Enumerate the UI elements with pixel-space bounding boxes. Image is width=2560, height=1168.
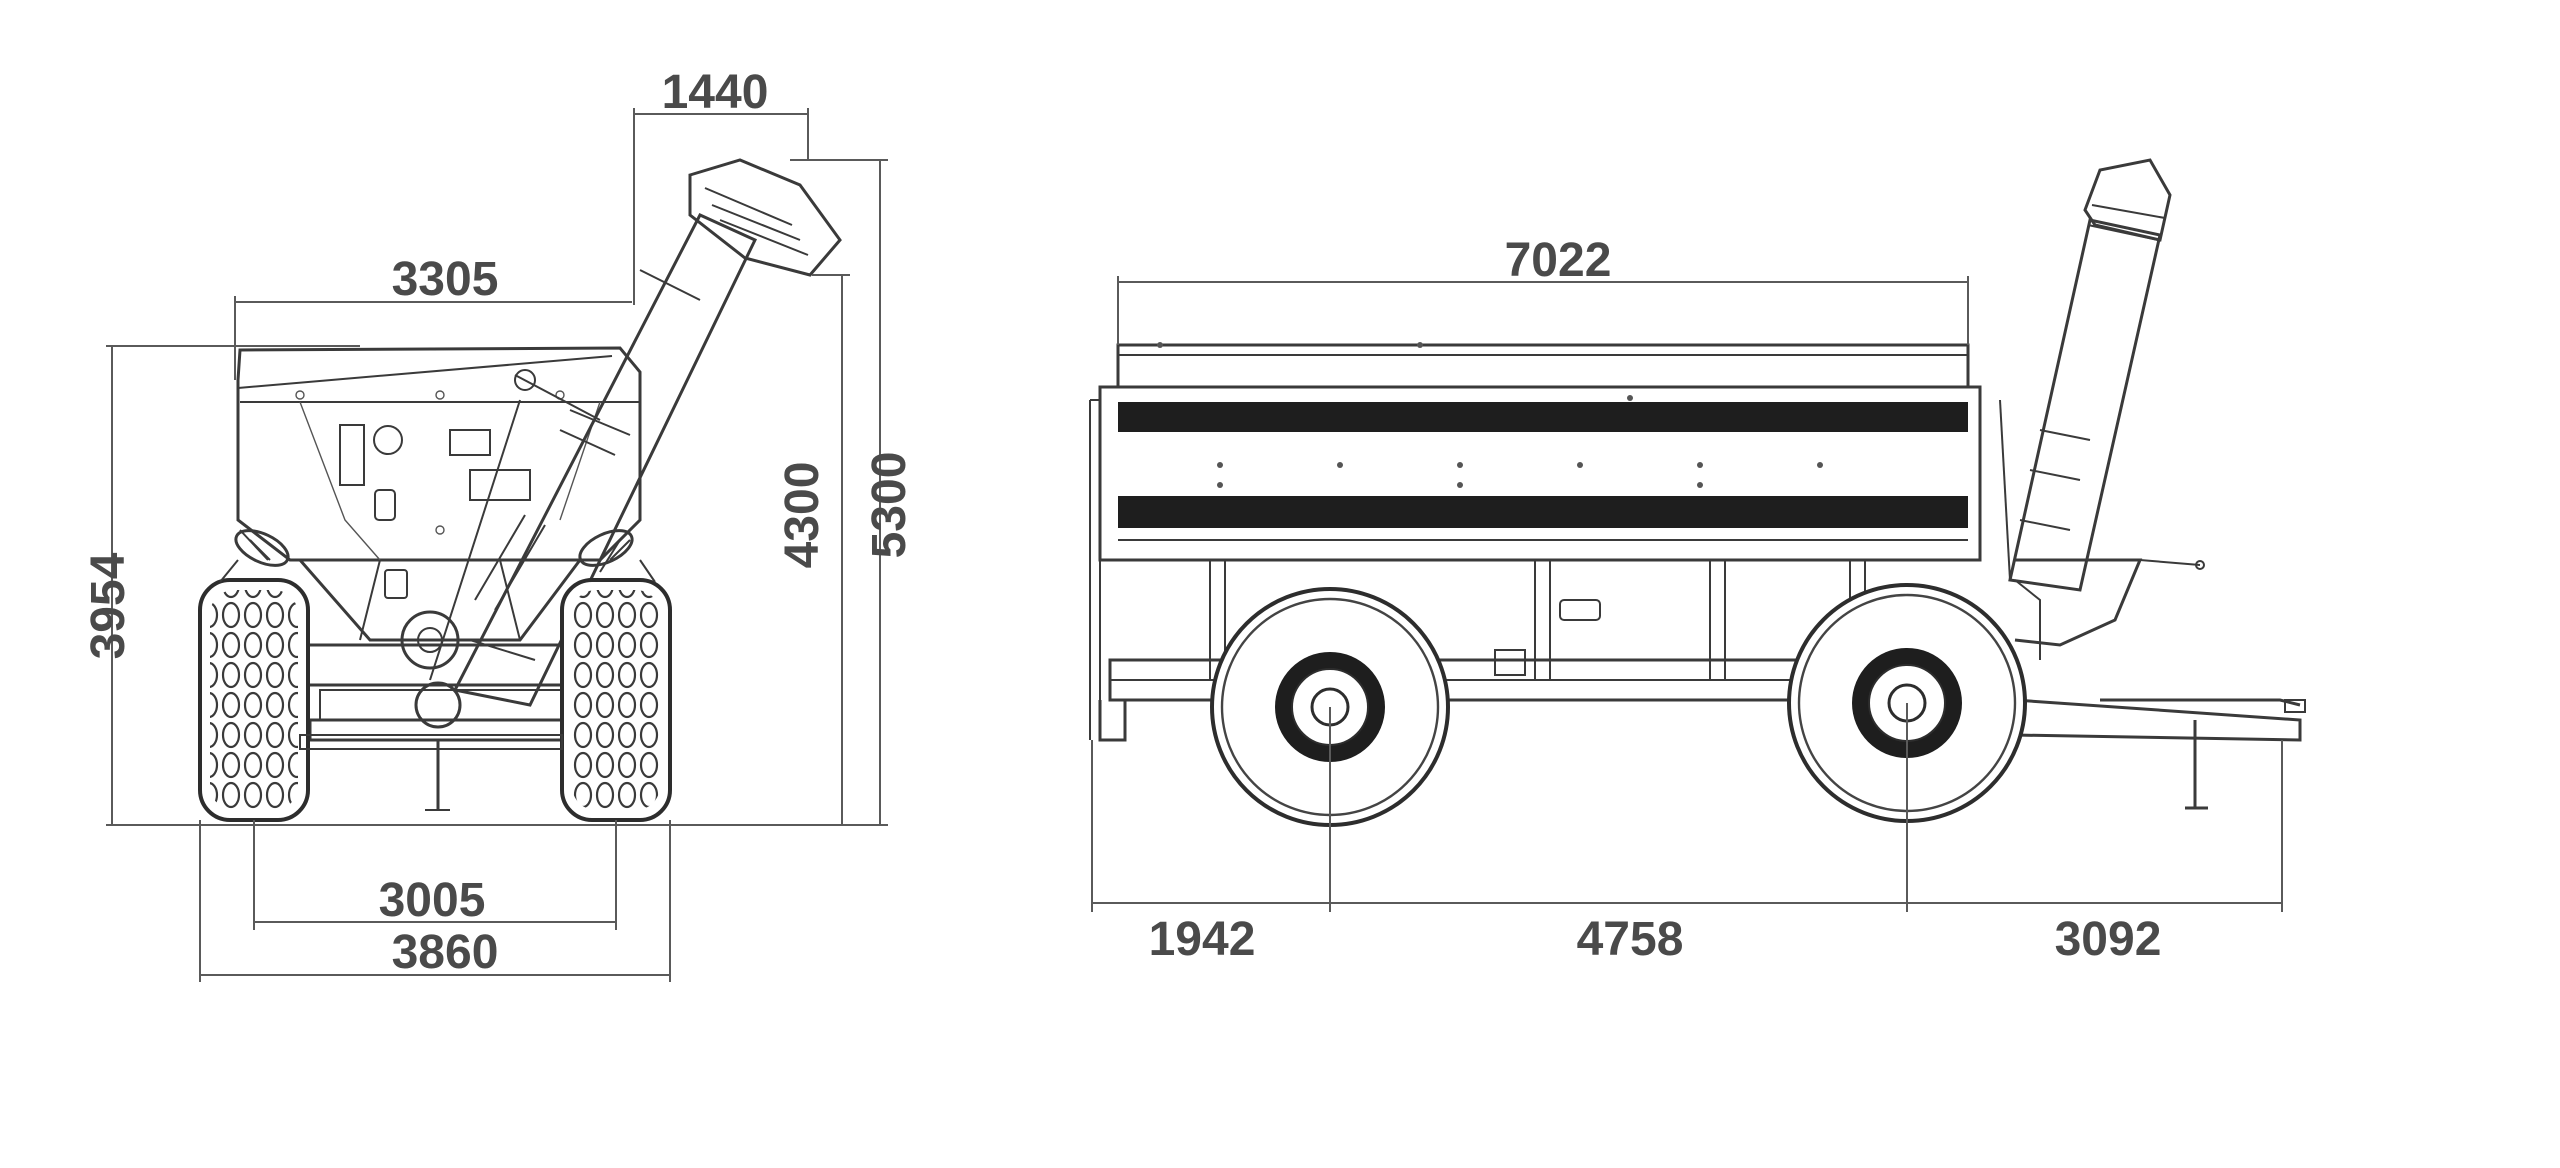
side-auger xyxy=(1999,158,2172,592)
dim-rear-overhang: 1942 xyxy=(1149,913,1256,966)
side-dimensions: 7022 1942 4758 3092 xyxy=(1091,234,2283,966)
front-right-tire xyxy=(560,578,672,822)
side-hitch xyxy=(2014,558,2306,810)
dim-bin-height: 3954 xyxy=(82,552,135,659)
side-rivets xyxy=(1157,342,1823,488)
front-view xyxy=(198,158,842,822)
side-view xyxy=(1089,158,2306,827)
dim-auger-height: 4300 xyxy=(776,462,829,569)
side-body xyxy=(1089,342,1982,740)
front-auger xyxy=(429,158,842,707)
dim-top-width: 3305 xyxy=(392,253,499,306)
dim-overall-width: 3860 xyxy=(392,926,499,979)
dim-body-length: 7022 xyxy=(1505,234,1612,287)
dim-overall-height: 5300 xyxy=(863,452,916,559)
dim-track-width: 3005 xyxy=(379,874,486,927)
dim-auger-offset: 1440 xyxy=(662,66,769,119)
front-left-tire xyxy=(198,578,310,822)
front-dimensions: 1440 3305 3954 4300 5300 3005 3860 xyxy=(82,66,916,982)
dim-wheelbase: 4758 xyxy=(1577,913,1684,966)
front-hopper xyxy=(236,346,642,562)
dim-front-overhang: 3092 xyxy=(2055,913,2162,966)
